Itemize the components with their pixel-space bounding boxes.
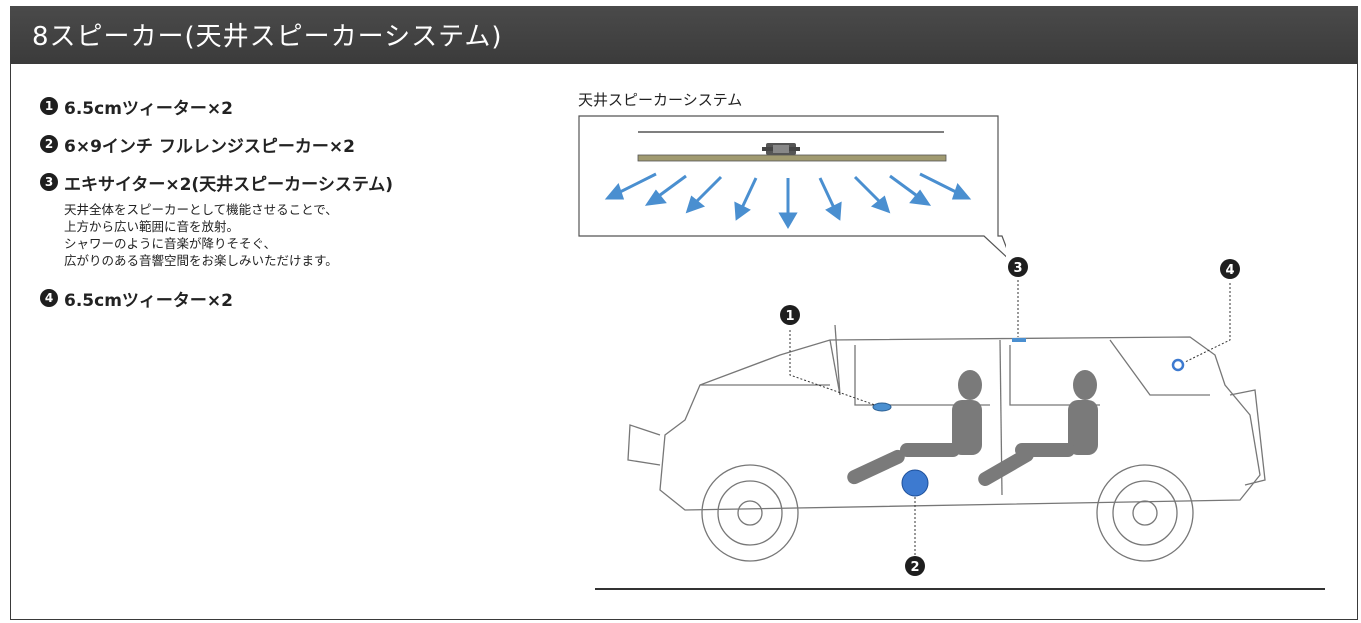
ceiling-panel bbox=[637, 154, 947, 162]
marker-4: 4 bbox=[1220, 259, 1240, 279]
marker-3: 3 bbox=[1008, 257, 1028, 277]
mannequin-front-icon bbox=[847, 370, 982, 485]
vehicle-outline bbox=[627, 324, 1266, 562]
ground-line bbox=[595, 588, 1325, 590]
callout-title: 天井スピーカーシステム bbox=[578, 91, 743, 109]
vehicle-diagram: 1 2 3 4 bbox=[627, 257, 1266, 576]
number-badge-2: 2 bbox=[40, 135, 58, 153]
mannequin-rear-icon bbox=[978, 370, 1098, 486]
spec-item-exciter: 3 エキサイター×2(天井スピーカーシステム) bbox=[40, 169, 560, 195]
marker-1: 1 bbox=[780, 305, 800, 325]
page-frame bbox=[10, 6, 1358, 620]
spec-label: 6×9インチ フルレンジスピーカー×2 bbox=[64, 136, 355, 157]
marker-2: 2 bbox=[905, 556, 925, 576]
svg-text:2: 2 bbox=[910, 560, 919, 575]
spec-item-fullrange: 2 6×9インチ フルレンジスピーカー×2 bbox=[40, 131, 560, 157]
spec-label: エキサイター×2(天井スピーカーシステム) bbox=[64, 174, 394, 195]
page-title: 8スピーカー(天井スピーカーシステム) bbox=[32, 22, 503, 52]
svg-text:3: 3 bbox=[1013, 261, 1022, 276]
leader-lines bbox=[789, 280, 1231, 555]
spec-item-tweeter-rear: 4 6.5cmツィーター×2 bbox=[40, 285, 560, 311]
description-line: 天井全体をスピーカーとして機能させることで、 bbox=[64, 202, 338, 217]
spec-label: 6.5cmツィーター×2 bbox=[64, 290, 233, 311]
description-line: 上方から広い範囲に音を放射。 bbox=[64, 219, 240, 234]
number-badge-4: 4 bbox=[40, 289, 58, 307]
description-line: 広がりのある音響空間をお楽しみいただけます。 bbox=[64, 253, 338, 268]
woofer-icon bbox=[901, 469, 929, 497]
ceiling-speaker-callout bbox=[578, 115, 1006, 258]
number-badge-1: 1 bbox=[40, 97, 58, 115]
description-line: シャワーのように音楽が降りそそぐ、 bbox=[64, 236, 277, 251]
callout-bubble bbox=[578, 115, 1006, 258]
spec-label: 6.5cmツィーター×2 bbox=[64, 98, 233, 119]
header-bar: 8スピーカー(天井スピーカーシステム) bbox=[10, 6, 1358, 64]
exciter-icon bbox=[762, 143, 800, 155]
svg-text:4: 4 bbox=[1225, 263, 1234, 278]
tweeter-rear-icon bbox=[1171, 358, 1185, 372]
number-badge-3: 3 bbox=[40, 173, 58, 191]
ceiling-exciter-icon bbox=[1012, 338, 1026, 342]
speaker-spec-list: 1 6.5cmツィーター×2 2 6×9インチ フルレンジスピーカー×2 3 エ… bbox=[40, 93, 560, 323]
sound-wave-arrows-icon bbox=[604, 172, 972, 229]
tweeter-front-icon bbox=[872, 402, 892, 412]
svg-text:1: 1 bbox=[785, 309, 794, 324]
spec-item-tweeter-front: 1 6.5cmツィーター×2 bbox=[40, 93, 560, 119]
exciter-description: 天井全体をスピーカーとして機能させることで、 上方から広い範囲に音を放射。 シャ… bbox=[64, 201, 560, 269]
